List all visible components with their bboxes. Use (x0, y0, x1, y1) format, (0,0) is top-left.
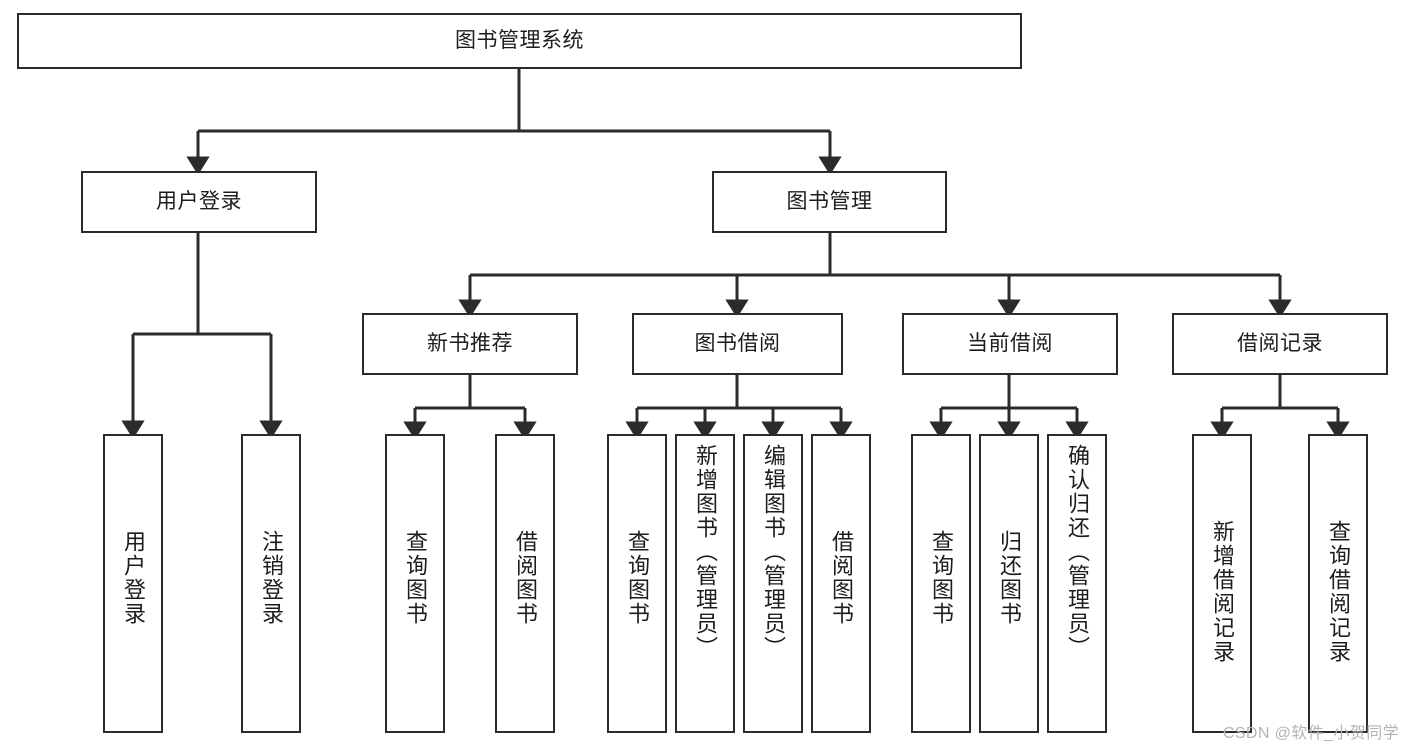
leaf-edit-book-admin[interactable]: 编辑图书（管理员） (743, 434, 803, 733)
node-label: 查询图书 (403, 530, 428, 626)
node-current-borrow[interactable]: 当前借阅 (902, 313, 1118, 375)
leaf-add-borrow-record[interactable]: 新增借阅记录 (1192, 434, 1252, 733)
node-label: 新书推荐 (427, 331, 513, 355)
leaf-query-borrow-record[interactable]: 查询借阅记录 (1308, 434, 1368, 733)
leaf-borrow-book-borrow[interactable]: 借阅图书 (811, 434, 871, 733)
node-label: 查询图书 (929, 530, 954, 626)
node-label: 借阅记录 (1237, 331, 1323, 355)
node-root-book-management-system[interactable]: 图书管理系统 (17, 13, 1022, 69)
node-label: 新增借阅记录 (1210, 520, 1235, 664)
node-label: 图书管理系统 (455, 28, 584, 52)
node-label: 编辑图书（管理员） (761, 444, 786, 660)
node-borrow-record[interactable]: 借阅记录 (1172, 313, 1388, 375)
leaf-add-book-admin[interactable]: 新增图书（管理员） (675, 434, 735, 733)
leaf-query-book-borrow[interactable]: 查询图书 (607, 434, 667, 733)
node-label: 用户登录 (121, 530, 146, 626)
leaf-query-book-new-recommend[interactable]: 查询图书 (385, 434, 445, 733)
node-label: 用户登录 (156, 189, 242, 213)
node-book-borrow[interactable]: 图书借阅 (632, 313, 843, 375)
node-label: 图书管理 (786, 189, 873, 213)
node-label: 确认归还（管理员） (1065, 444, 1090, 660)
watermark-text: CSDN @软件_小贺同学 (1222, 725, 1399, 742)
node-label: 查询借阅记录 (1326, 520, 1351, 664)
leaf-query-book-current[interactable]: 查询图书 (911, 434, 971, 733)
node-label: 归还图书 (997, 530, 1022, 626)
leaf-return-book[interactable]: 归还图书 (979, 434, 1039, 733)
leaf-borrow-book-new-recommend[interactable]: 借阅图书 (495, 434, 555, 733)
node-book-management[interactable]: 图书管理 (712, 171, 947, 233)
node-user-login[interactable]: 用户登录 (81, 171, 317, 233)
node-label: 图书借阅 (694, 331, 781, 355)
leaf-logout-login[interactable]: 注销登录 (241, 434, 301, 733)
node-label: 当前借阅 (967, 331, 1053, 355)
node-label: 借阅图书 (513, 530, 538, 626)
node-label: 借阅图书 (829, 530, 854, 626)
node-label: 新增图书（管理员） (693, 444, 718, 660)
node-label: 查询图书 (625, 530, 650, 626)
leaf-user-login[interactable]: 用户登录 (103, 434, 163, 733)
node-label: 注销登录 (259, 530, 284, 626)
node-new-book-recommend[interactable]: 新书推荐 (362, 313, 578, 375)
leaf-confirm-return-admin[interactable]: 确认归还（管理员） (1047, 434, 1107, 733)
